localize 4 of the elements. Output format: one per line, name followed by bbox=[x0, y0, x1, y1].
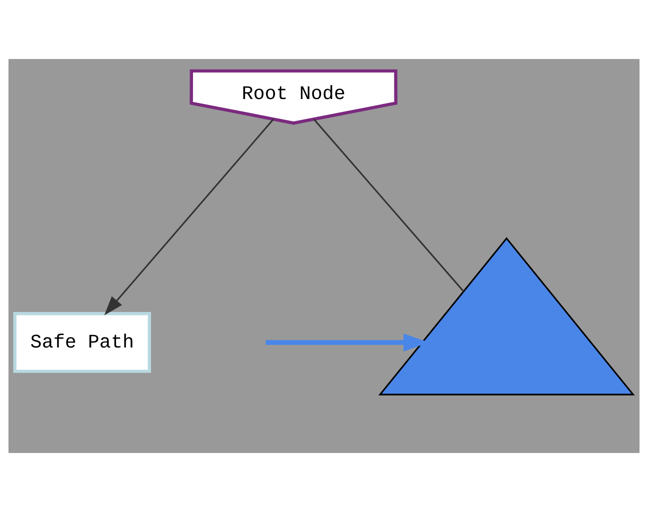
connector bbox=[313, 118, 464, 292]
node-box: Safe Path bbox=[13, 312, 152, 373]
arrow bbox=[104, 118, 274, 316]
node-triangle bbox=[378, 237, 635, 396]
